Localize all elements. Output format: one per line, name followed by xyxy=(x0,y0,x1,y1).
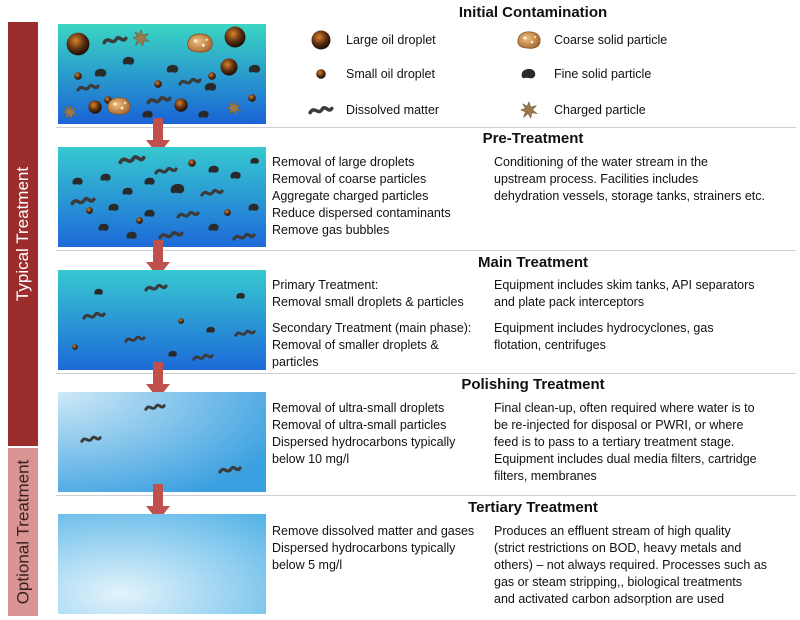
pre-treatment-panel xyxy=(58,147,266,247)
text-line: and plate pack interceptors xyxy=(494,295,645,309)
polishing-treatment-title: Polishing Treatment xyxy=(461,376,605,393)
text-line: Final clean-up, often required where wat… xyxy=(494,401,755,415)
main-treatment-panel xyxy=(58,270,266,370)
legend-small-oil-droplet: Small oil droplet xyxy=(306,63,435,85)
text-line: Reduce dispersed contaminants xyxy=(272,206,451,220)
text-line: Removal of ultra-small particles xyxy=(272,418,447,432)
divider xyxy=(56,250,796,251)
divider xyxy=(56,127,796,128)
text-line: feed is to pass to a tertiary treatment … xyxy=(494,435,735,449)
text-line: Removal of ultra-small droplets xyxy=(272,401,445,415)
text-line: others) – not always required. Processes… xyxy=(494,558,768,572)
flow-arrow xyxy=(146,484,170,521)
polishing-treatment-equipment: Final clean-up, often required where wat… xyxy=(494,400,757,485)
small-oil-droplet-icon xyxy=(306,63,336,85)
text-line: filters, membranes xyxy=(494,469,597,483)
text-line: Aggregate charged particles xyxy=(272,189,429,203)
divider xyxy=(56,495,796,496)
text-line: below 10 mg/l xyxy=(272,452,350,466)
text-line: Remove gas bubbles xyxy=(272,223,390,237)
text-line: Removal small droplets & particles xyxy=(272,295,464,309)
legend-coarse-solid-particle: Coarse solid particle xyxy=(514,29,667,51)
legend-label: Dissolved matter xyxy=(346,103,440,117)
text-line: Conditioning of the water stream in the xyxy=(494,155,709,169)
legend-label: Large oil droplet xyxy=(346,33,436,47)
flow-arrow xyxy=(146,240,170,277)
pre-treatment-objectives: Removal of large droplets Removal of coa… xyxy=(272,154,451,239)
fine-solid-particle-icon xyxy=(514,63,544,85)
legend-dissolved-matter: Dissolved matter xyxy=(306,99,439,121)
text-line: gas or steam stripping,, biological trea… xyxy=(494,575,743,589)
legend-label: Charged particle xyxy=(554,103,646,117)
text-line: Secondary Treatment (main phase): xyxy=(272,321,472,335)
legend-label: Coarse solid particle xyxy=(554,33,668,47)
legend-label: Fine solid particle xyxy=(554,67,652,81)
text-line: Removal of large droplets xyxy=(272,155,415,169)
text-line: flotation, centrifuges xyxy=(494,338,606,352)
text-line: Produces an effluent stream of high qual… xyxy=(494,524,731,538)
optional-treatment-label: Optional Treatment xyxy=(13,459,33,605)
text-line: Equipment includes hydrocyclones, gas xyxy=(494,321,714,335)
primary-treatment-equipment: Equipment includes skim tanks, API separ… xyxy=(494,277,755,311)
initial-contamination-panel xyxy=(58,24,266,124)
secondary-treatment-objectives: Secondary Treatment (main phase): Remova… xyxy=(272,320,471,371)
legend-charged-particle: Charged particle xyxy=(514,99,646,121)
text-line: Equipment includes skim tanks, API separ… xyxy=(494,278,755,292)
pre-treatment-title: Pre-Treatment xyxy=(482,130,584,147)
tertiary-treatment-title: Tertiary Treatment xyxy=(468,499,598,516)
legend-label: Small oil droplet xyxy=(346,67,435,81)
text-line: and activated carbon adsorption are used xyxy=(494,592,725,606)
text-line: Removal of coarse particles xyxy=(272,172,427,186)
text-line: Primary Treatment: xyxy=(272,278,379,292)
secondary-treatment-equipment: Equipment includes hydrocyclones, gas fl… xyxy=(494,320,714,354)
large-oil-droplet-icon xyxy=(306,29,336,51)
text-line: below 5 mg/l xyxy=(272,558,343,572)
dissolved-matter-icon xyxy=(306,99,336,121)
text-line: Dispersed hydrocarbons typically xyxy=(272,541,456,555)
coarse-solid-particle-icon xyxy=(514,29,544,51)
text-line: (strict restrictions on BOD, heavy metal… xyxy=(494,541,742,555)
primary-treatment-objectives: Primary Treatment: Removal small droplet… xyxy=(272,277,464,311)
text-line: dehydration vessels, storage tanks, stra… xyxy=(494,189,765,203)
legend-large-oil-droplet: Large oil droplet xyxy=(306,29,436,51)
text-line: upstream process. Facilities includes xyxy=(494,172,699,186)
optional-treatment-bar: Optional Treatment xyxy=(8,448,38,616)
text-line: Equipment includes dual media filters, c… xyxy=(494,452,757,466)
divider xyxy=(56,373,796,374)
tertiary-treatment-panel xyxy=(58,514,266,614)
text-line: Dispersed hydrocarbons typically xyxy=(272,435,456,449)
initial-contamination-title: Initial Contamination xyxy=(458,4,608,21)
text-line: particles xyxy=(272,355,319,369)
tertiary-treatment-objectives: Remove dissolved matter and gases Disper… xyxy=(272,523,474,574)
text-line: Removal of smaller droplets & xyxy=(272,338,439,352)
typical-treatment-label: Typical Treatment xyxy=(13,166,33,302)
flow-arrow xyxy=(146,362,170,399)
legend-fine-solid-particle: Fine solid particle xyxy=(514,63,651,85)
charged-particle-icon xyxy=(514,99,544,121)
pre-treatment-equipment: Conditioning of the water stream in the … xyxy=(494,154,765,205)
text-line: be re-injected for disposal or PWRI, or … xyxy=(494,418,744,432)
typical-treatment-bar: Typical Treatment xyxy=(8,22,38,446)
main-treatment-title: Main Treatment xyxy=(477,254,589,271)
tertiary-treatment-processes: Produces an effluent stream of high qual… xyxy=(494,523,767,608)
polishing-treatment-objectives: Removal of ultra-small droplets Removal … xyxy=(272,400,455,468)
text-line: Remove dissolved matter and gases xyxy=(272,524,475,538)
polishing-treatment-panel xyxy=(58,392,266,492)
